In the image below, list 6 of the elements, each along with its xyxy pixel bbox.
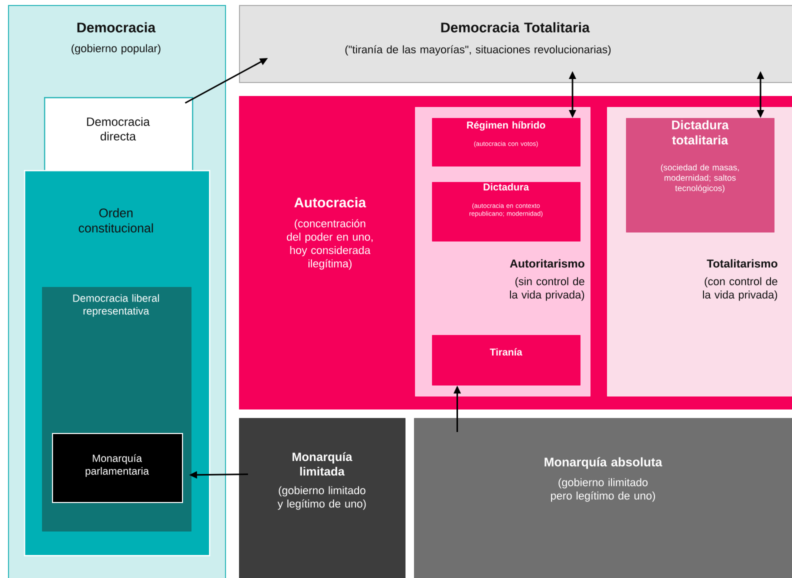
concept-box: Tiranía xyxy=(432,335,580,386)
region-panel: Democracia Totalitaria ("tiranía de las mayorías", situaciones revolucionarias) xyxy=(239,5,792,83)
concept-box: Dictadura totalitaria (sociedad de masas, modernidad; saltos tecnológicos) xyxy=(626,118,774,232)
region-panel: Monarquía absoluta (gobierno ilimitado pero legítimo de uno) xyxy=(414,418,792,578)
concept-box: Monarquía parlamentaria xyxy=(52,433,183,503)
region-panel: Monarquía limitada (gobierno limitado y legítimo de uno) xyxy=(239,418,406,578)
